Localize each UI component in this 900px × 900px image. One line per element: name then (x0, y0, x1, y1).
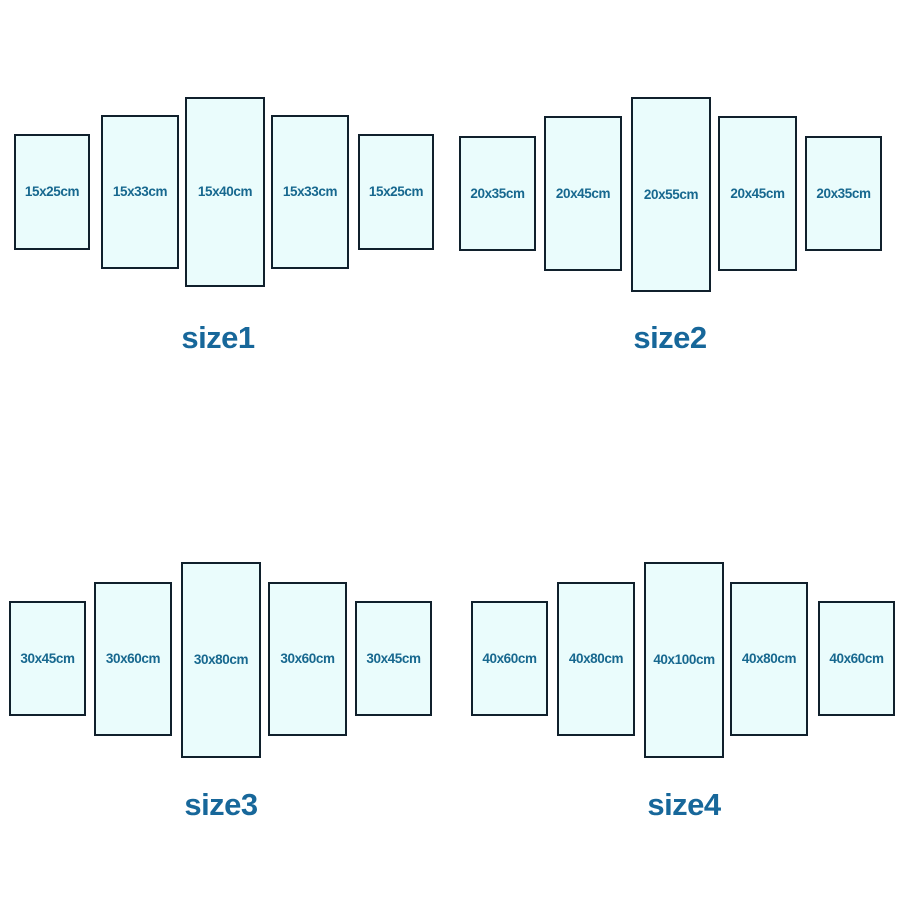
canvas-panel: 20x45cm (718, 116, 797, 271)
panel-size-label: 20x45cm (555, 185, 611, 201)
panel-size-label: 20x35cm (816, 185, 871, 201)
panel-size-label: 30x45cm (366, 650, 421, 666)
canvas-panel: 40x80cm (730, 582, 808, 736)
panel-size-label: 40x60cm (482, 650, 537, 666)
canvas-panel: 15x33cm (271, 115, 349, 269)
panel-size-label: 20x55cm (643, 186, 699, 202)
canvas-panel: 30x60cm (94, 582, 172, 736)
group-title-size3: size3 (184, 787, 258, 822)
panel-size-label: 30x60cm (280, 651, 335, 667)
group-title-size4: size4 (647, 787, 721, 822)
panel-size-label: 15x40cm (197, 184, 253, 200)
panel-size-label: 30x60cm (105, 651, 161, 667)
canvas-panel: 30x60cm (268, 582, 347, 736)
canvas-panel: 40x60cm (471, 601, 548, 716)
canvas-panel: 15x25cm (14, 134, 90, 250)
canvas-panel: 15x33cm (101, 115, 179, 269)
canvas-panel: 15x40cm (185, 97, 265, 287)
panel-size-label: 15x33cm (282, 184, 338, 200)
panel-size-label: 40x60cm (829, 650, 884, 666)
canvas-panel: 30x45cm (355, 601, 432, 716)
panel-size-label: 40x80cm (568, 651, 624, 667)
canvas-panel: 30x45cm (9, 601, 86, 716)
panel-size-label: 15x33cm (112, 184, 168, 200)
panel-size-label: 20x45cm (730, 185, 785, 201)
canvas-panel: 40x80cm (557, 582, 635, 736)
group-title-size2: size2 (633, 320, 707, 355)
panel-size-label: 20x35cm (470, 185, 525, 201)
canvas-panel: 20x35cm (805, 136, 882, 251)
canvas-panel: 30x80cm (181, 562, 261, 758)
panel-size-label: 30x45cm (20, 650, 75, 666)
canvas-panel: 20x55cm (631, 97, 711, 292)
canvas-panel: 15x25cm (358, 134, 434, 250)
panel-size-label: 40x80cm (741, 651, 797, 667)
panel-size-label: 15x25cm (368, 184, 424, 200)
panel-size-label: 15x25cm (24, 184, 80, 200)
panel-size-label: 40x100cm (653, 652, 715, 668)
group-title-size1: size1 (181, 320, 255, 355)
canvas-panel: 40x100cm (644, 562, 724, 758)
panel-size-label: 30x80cm (193, 652, 249, 668)
canvas-panel: 20x45cm (544, 116, 622, 271)
canvas-panel: 20x35cm (459, 136, 536, 251)
canvas-panel: 40x60cm (818, 601, 895, 716)
